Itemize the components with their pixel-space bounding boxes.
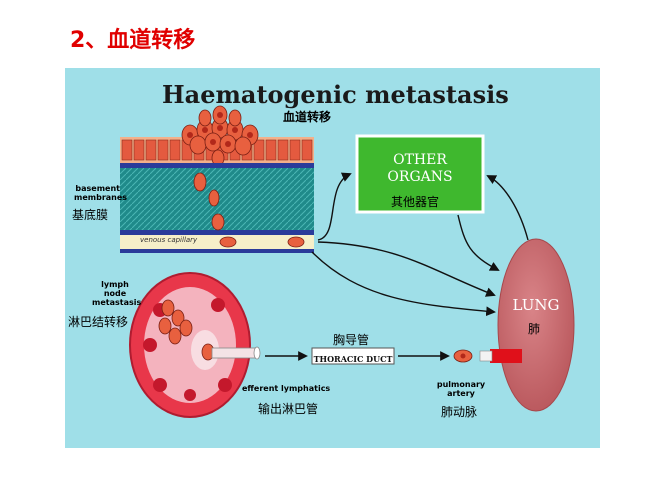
lymph-node [129,272,251,418]
venous-capillary [120,235,314,253]
invading-cells [193,172,225,231]
efferent-cn: 输出淋巴管 [258,402,319,416]
lymph-en: lymph node metastasis [92,280,142,307]
arrow-lung-to-organs [486,175,529,241]
slide-title: 2、血道转移 [70,28,196,53]
flow-arrows [265,172,529,361]
lung-en: LUNG [512,296,560,314]
arrow-to-lung-top [317,241,496,297]
headline-cn: 血道转移 [283,110,332,124]
arrow-to-lung-mid [311,251,496,317]
thoracic-duct-box [311,347,395,365]
arrow-organs-to-lung [457,214,500,271]
lung-shape [497,238,575,412]
lymph-cn: 淋巴结转移 [68,315,129,329]
basement-membrane-bottom [120,230,314,235]
pulmonary-en: pulmonary artery [436,380,486,398]
venous-capillary-label: venous capillary [140,236,198,244]
efferent-en: efferent lymphatics [242,384,331,393]
thoracic-en: THORACIC DUCT [313,354,393,364]
other-organs-cn: 其他器官 [391,195,440,209]
thoracic-cn: 胸导管 [333,333,370,347]
diagram-headline: Haematogenic metastasis [162,80,509,109]
efferent-tube [211,346,261,360]
pulmonary-cn: 肺动脉 [441,405,478,419]
basement-en: basement membranes [74,184,128,202]
other-organs-box [355,134,485,214]
lung-cn: 肺 [528,322,541,336]
lymph-tumor-cells [158,299,215,361]
basement-membrane-top [120,163,314,168]
basement-cn: 基底膜 [72,208,109,222]
pulmonary-artery [453,349,522,363]
other-organs-label: OTHER ORGANS [387,152,453,185]
arrow-to-organs [317,172,352,241]
